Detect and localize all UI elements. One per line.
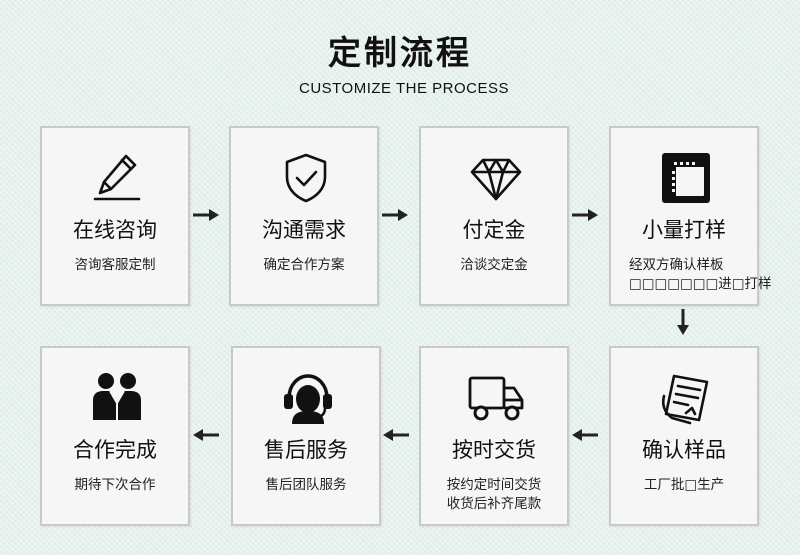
step-title: 售后服务	[264, 438, 348, 462]
step-title: 沟通需求	[262, 218, 346, 242]
step-desc: 售后团队服务	[265, 477, 347, 493]
step-title: 确认样品	[642, 438, 726, 462]
step-card-online-consult: 在线咨询 咨询客服定制	[40, 126, 190, 306]
step-card-communicate-needs: 沟通需求 确定合作方案	[229, 126, 379, 306]
step-title: 付定金	[462, 218, 526, 242]
arrow-right-icon	[191, 208, 221, 222]
step-card-small-sample: 小量打样 经双方确认样板 □□□□□□□进□打样	[609, 126, 772, 306]
document-sign-icon	[658, 370, 714, 426]
pencil-edit-icon	[89, 150, 145, 206]
arrow-left-icon	[381, 428, 411, 442]
step-desc: 确定合作方案	[263, 257, 345, 273]
step-card-after-sales: 售后服务 售后团队服务	[231, 346, 381, 526]
step-desc: 按约定时间交货 收货后补齐尾款	[446, 477, 542, 512]
step-card-deposit: 付定金 洽谈交定金	[419, 126, 569, 306]
step-desc: 工厂批□生产	[643, 477, 725, 493]
step-desc: 经双方确认样板 □□□□□□□进□打样	[629, 257, 772, 292]
arrow-right-icon	[380, 208, 410, 222]
sample-sheet-icon	[658, 150, 714, 206]
step-card-on-time-delivery: 按时交货 按约定时间交货 收货后补齐尾款	[419, 346, 569, 526]
step-title: 按时交货	[452, 438, 536, 462]
arrow-right-icon	[570, 208, 600, 222]
headset-support-icon	[280, 370, 336, 426]
step-card-cooperation-complete: 合作完成 期待下次合作	[40, 346, 190, 526]
arrow-left-icon	[191, 428, 221, 442]
arrow-left-icon	[570, 428, 600, 442]
delivery-truck-icon	[468, 370, 524, 426]
partners-icon	[89, 370, 145, 426]
step-desc: 洽谈交定金	[460, 257, 528, 273]
diamond-icon	[468, 150, 524, 206]
arrow-down-icon	[676, 307, 690, 337]
step-desc: 咨询客服定制	[74, 257, 156, 273]
step-desc: 期待下次合作	[74, 477, 156, 493]
step-title: 在线咨询	[73, 218, 157, 242]
page-subtitle: CUSTOMIZE THE PROCESS	[299, 80, 509, 97]
shield-check-icon	[278, 150, 334, 206]
step-title: 合作完成	[73, 438, 157, 462]
step-title: 小量打样	[642, 218, 726, 242]
page-title: 定制流程	[328, 33, 472, 72]
step-card-confirm-sample: 确认样品 工厂批□生产	[609, 346, 759, 526]
